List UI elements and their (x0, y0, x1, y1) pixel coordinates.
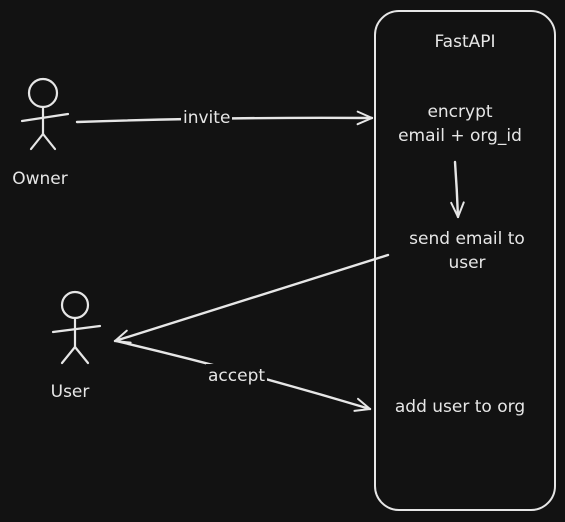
owner-actor-icon (20, 77, 70, 151)
user-label: User (50, 382, 90, 402)
encrypt-step-line1: encrypt (427, 102, 493, 122)
invite-edge-label: invite (181, 106, 233, 130)
send-email-arrow (113, 253, 390, 344)
accept-edge-label: accept (206, 364, 268, 388)
user-actor-icon (51, 290, 102, 365)
send-email-step-line1: send email to (409, 229, 525, 249)
send-email-step: send email to user (382, 227, 552, 275)
encrypt-to-send-arrow (450, 160, 465, 219)
fastapi-title: FastAPI (434, 32, 496, 52)
encrypt-step-line2: email + org_id (398, 126, 522, 146)
encrypt-step: encrypt email + org_id (375, 100, 545, 148)
send-email-step-line2: user (448, 253, 486, 273)
add-user-step: add user to org (394, 397, 526, 417)
fastapi-container (374, 10, 556, 511)
owner-label: Owner (12, 169, 68, 189)
